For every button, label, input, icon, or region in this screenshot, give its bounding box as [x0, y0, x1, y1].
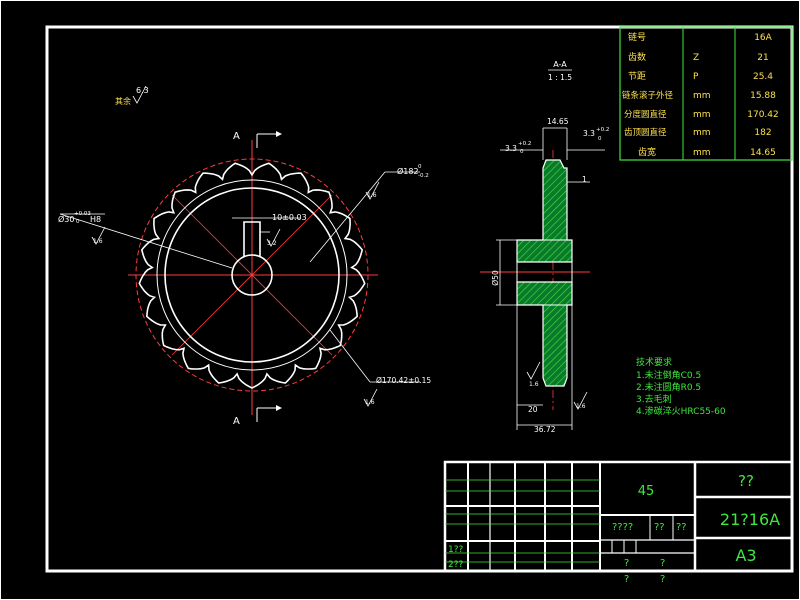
param-name-4: 分度圆直径 [624, 109, 667, 120]
drawing-number: 21?16A [720, 510, 780, 529]
param-value-1: 21 [757, 53, 768, 63]
roughness-section-a: 1.6 [529, 381, 539, 388]
chamfer-right-tol-lower: 0 [598, 136, 602, 142]
param-name-3: 链条滚子外径 [622, 90, 674, 101]
bore-fit: H8 [90, 215, 101, 224]
roughness-bore: 1.6 [93, 238, 103, 245]
roughness-value: 6.3 [136, 86, 149, 95]
chamfer-right-tol-upper: +0.2 [596, 127, 609, 133]
title-bottom-q4: ? [660, 574, 665, 585]
parameter-table [619, 26, 793, 161]
param-symbol-5: mm [693, 128, 711, 138]
title-bottom-q2: ? [660, 558, 665, 569]
bore-tol-lower: 0 [76, 219, 80, 225]
tooth-width-dim: 14.65 [547, 117, 569, 126]
title-bottom-q1: ? [624, 558, 629, 569]
param-name-2: 节距 [628, 71, 646, 82]
param-value-6: 14.65 [750, 148, 776, 158]
bore-dim: Ø30 [58, 214, 74, 224]
chamfer-left-tol-upper: +0.2 [518, 141, 531, 147]
tech-req-item-3: 3.去毛刺 [636, 393, 672, 405]
title-bottom-q3: ? [624, 574, 629, 585]
hub-len-dim: 20 [528, 405, 538, 414]
param-name-0: 链号 [628, 31, 646, 43]
section-view-aa [480, 127, 605, 430]
bore-tol-upper: +0.03 [74, 211, 91, 217]
title-mid-label-1: ???? [612, 522, 633, 533]
title-block [443, 460, 794, 573]
param-symbol-1: Z [693, 53, 699, 63]
tip-dim: Ø182 [397, 166, 419, 176]
sheet-size: A3 [735, 546, 756, 565]
inner-frame [45, 25, 794, 573]
overall-len-dim: 36.72 [534, 425, 556, 434]
param-value-3: 15.88 [750, 91, 776, 101]
title-left-label-2: 2?? [448, 560, 464, 570]
param-name-1: 齿数 [628, 51, 646, 63]
roughness-keyway: 3.2 [267, 240, 277, 247]
param-name-5: 齿顶圆直径 [624, 127, 667, 138]
tech-req-item-1: 1.未注倒角C0.5 [636, 369, 701, 381]
roughness-note: 其余 [115, 96, 131, 106]
chamfer-left-dim: 3.3 [505, 144, 517, 153]
title-left-label-1: 1?? [448, 545, 464, 555]
param-value-2: 25.4 [753, 72, 773, 82]
front-view [59, 85, 420, 422]
roughness-section-b: 1.6 [576, 403, 586, 410]
section-title: A-A [553, 60, 567, 69]
param-value-0: 16A [754, 33, 772, 43]
section-mark-top: A [233, 131, 240, 142]
chamfer-left-tol-lower: 0 [520, 149, 524, 155]
title-mid-label-3: ?? [676, 522, 687, 533]
hub-dia-dim: Ø50 [491, 270, 500, 286]
sprocket-teeth-outline [138, 162, 366, 389]
part-name: ?? [738, 472, 754, 490]
tip-tol-lower: -0.2 [418, 173, 429, 179]
param-value-4: 170.42 [747, 110, 779, 120]
section-mark-bottom: A [233, 416, 240, 427]
tech-req-item-4: 4.渗碳淬火HRC55-60 [636, 405, 726, 417]
param-name-6: 齿宽 [638, 146, 656, 158]
pitch-dim: Ø170.42±0.15 [376, 376, 431, 385]
tech-req-item-2: 2.未注圆角R0.5 [636, 381, 701, 393]
roughness-pitch: 1.6 [365, 399, 375, 406]
param-symbol-3: mm [693, 91, 711, 101]
param-symbol-2: P [693, 72, 699, 82]
chamfer-right-dim: 3.3 [583, 129, 595, 138]
section-scale: 1 : 1.5 [548, 73, 572, 82]
param-value-5: 182 [754, 128, 771, 138]
param-symbol-4: mm [693, 110, 711, 120]
tech-req-title: 技术要求 [636, 356, 672, 368]
small-dim: 1 [582, 175, 587, 184]
title-mid-label-2: ?? [654, 522, 665, 533]
roughness-tip: 1.6 [367, 192, 377, 199]
param-symbol-6: mm [693, 148, 711, 158]
tip-tol-upper: 0 [418, 164, 422, 170]
material-label: 45 [638, 484, 655, 499]
keyway-dim: 10±0.03 [272, 213, 307, 222]
drawing-text: 链号 齿数 节距 链条滚子外径 分度圆直径 齿顶圆直径 齿宽 Z P mm mm… [58, 31, 780, 585]
